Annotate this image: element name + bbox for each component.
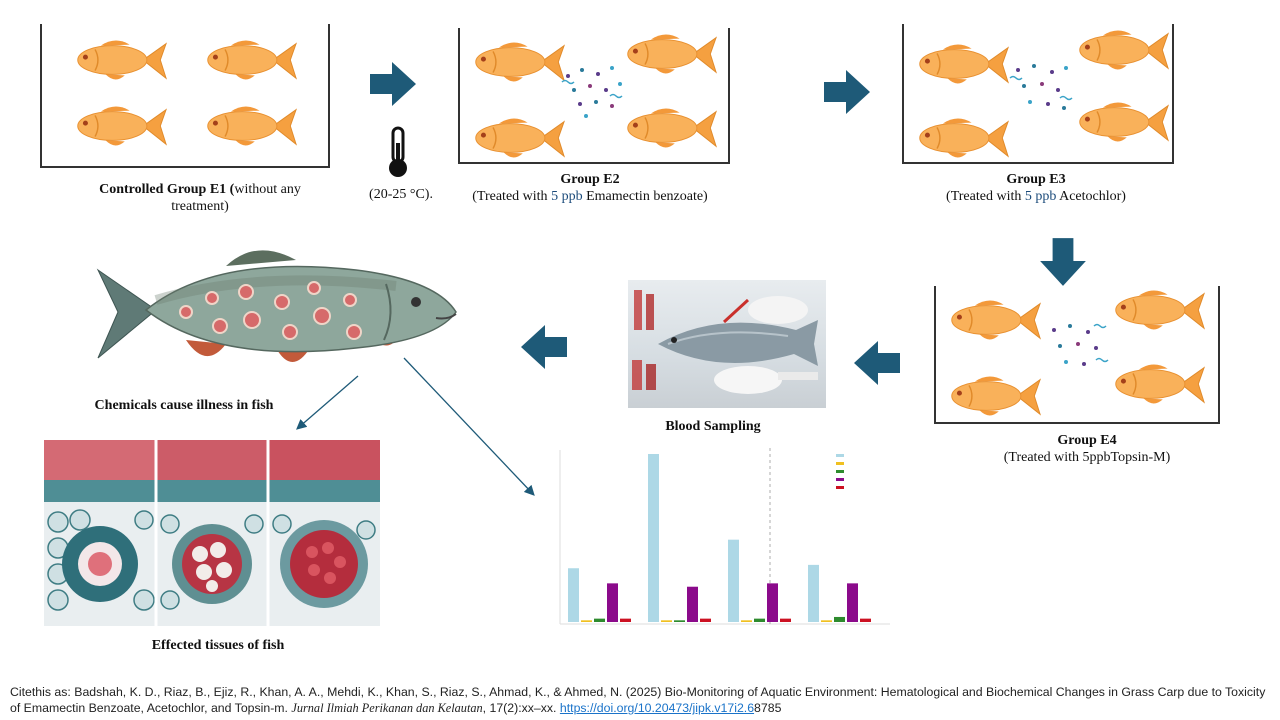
citation-lead: Citethis as: Badshah, K. D., Riaz, B., E…	[10, 685, 1266, 715]
illness-label: Chemicals cause illness in fish	[60, 397, 308, 414]
chemical-particles-2	[1009, 64, 1073, 110]
tank-e1	[40, 24, 330, 168]
e3-post: Acetochlor)	[1056, 189, 1126, 204]
e1-title: Controlled Group E1 (	[99, 182, 235, 197]
blood-sampling-text: Blood Sampling	[665, 419, 761, 434]
tank-e2	[458, 28, 730, 164]
citation-journal: Jurnal Ilmiah Perikanan dan Kelautan	[291, 701, 483, 715]
chart-bar-s5-c3	[780, 618, 791, 622]
e2-post: Emamectin benzoate)	[582, 189, 708, 204]
chart-bar-s4-c4	[847, 583, 858, 622]
caption-e3: Group E3 (Treated with 5 ppb Acetochlor)	[896, 171, 1176, 205]
tank-e3	[902, 24, 1174, 164]
chart-bar-s1-c2	[648, 454, 659, 622]
bar-chart	[559, 448, 890, 625]
chart-bar-s5-c2	[700, 618, 711, 622]
e2-dose: 5 ppb	[551, 189, 583, 204]
legend-swatch-1	[836, 454, 844, 457]
caption-e1: Controlled Group E1 (without any treatme…	[70, 181, 330, 215]
legend-swatch-5	[836, 486, 844, 489]
blood-sampling-image	[628, 280, 826, 408]
chart-bar-s5-c1	[620, 618, 631, 622]
chart-bar-s4-c2	[687, 586, 698, 622]
illness-text: Chemicals cause illness in fish	[94, 398, 274, 413]
e4-title: Group E4	[1057, 433, 1117, 448]
e1-desc: without any	[234, 182, 301, 197]
chart-bar-s3-c3	[754, 618, 765, 622]
e3-dose: 5 ppb	[1024, 189, 1057, 204]
e2-pre: (Treated with	[472, 189, 552, 204]
temperature-label: (20-25 °C).	[369, 187, 433, 202]
tissue-panels	[44, 440, 380, 626]
citation-tail: 8785	[754, 701, 782, 715]
chart-bar-s4-c1	[607, 583, 618, 622]
chart-bar-s3-c2	[674, 620, 685, 622]
chart-bar-s3-c1	[594, 618, 605, 622]
caption-e2: Group E2 (Treated with 5 ppb Emamectin b…	[440, 171, 740, 205]
e3-title: Group E3	[1006, 172, 1066, 187]
tissues-label: Effected tissues of fish	[100, 637, 336, 654]
chart-bar-s1-c1	[568, 568, 579, 622]
chart-bar-s2-c3	[741, 620, 752, 622]
legend-swatch-3	[836, 470, 844, 473]
blood-sampling-label: Blood Sampling	[628, 418, 798, 435]
e4-desc: (Treated with 5ppbTopsin-M)	[1003, 450, 1171, 465]
chart-bar-s2-c2	[661, 620, 672, 622]
chart-bar-s5-c4	[860, 618, 871, 622]
chart-bar-s3-c4	[834, 616, 845, 622]
chart-bar-s1-c3	[728, 539, 739, 622]
e3-pre: (Treated with	[946, 189, 1025, 204]
thermometer-icon	[389, 126, 407, 177]
chart-legend	[836, 454, 844, 489]
legend-swatch-2	[836, 462, 844, 465]
chart-bar-s4-c3	[767, 583, 778, 622]
legend-swatch-4	[836, 478, 844, 481]
caption-e4: Group E4 (Treated with 5ppbTopsin-M)	[946, 432, 1228, 466]
chart-bar-s1-c4	[808, 564, 819, 622]
e1-desc2: treatment)	[171, 199, 229, 214]
citation: Citethis as: Badshah, K. D., Riaz, B., E…	[10, 684, 1272, 716]
chemical-particles-3	[1052, 323, 1109, 366]
chart-bar-s2-c1	[581, 620, 592, 622]
diseased-fish-illustration	[96, 250, 457, 362]
e2-title: Group E2	[560, 172, 620, 187]
tissues-text: Effected tissues of fish	[151, 638, 285, 653]
chart-bar-s2-c4	[821, 620, 832, 622]
citation-doi-link[interactable]: https://doi.org/10.20473/jipk.v17i2.6	[559, 701, 755, 715]
chemical-particles	[561, 66, 623, 118]
tank-e4	[934, 286, 1220, 424]
citation-volume: , 17(2):xx–xx.	[482, 701, 560, 715]
